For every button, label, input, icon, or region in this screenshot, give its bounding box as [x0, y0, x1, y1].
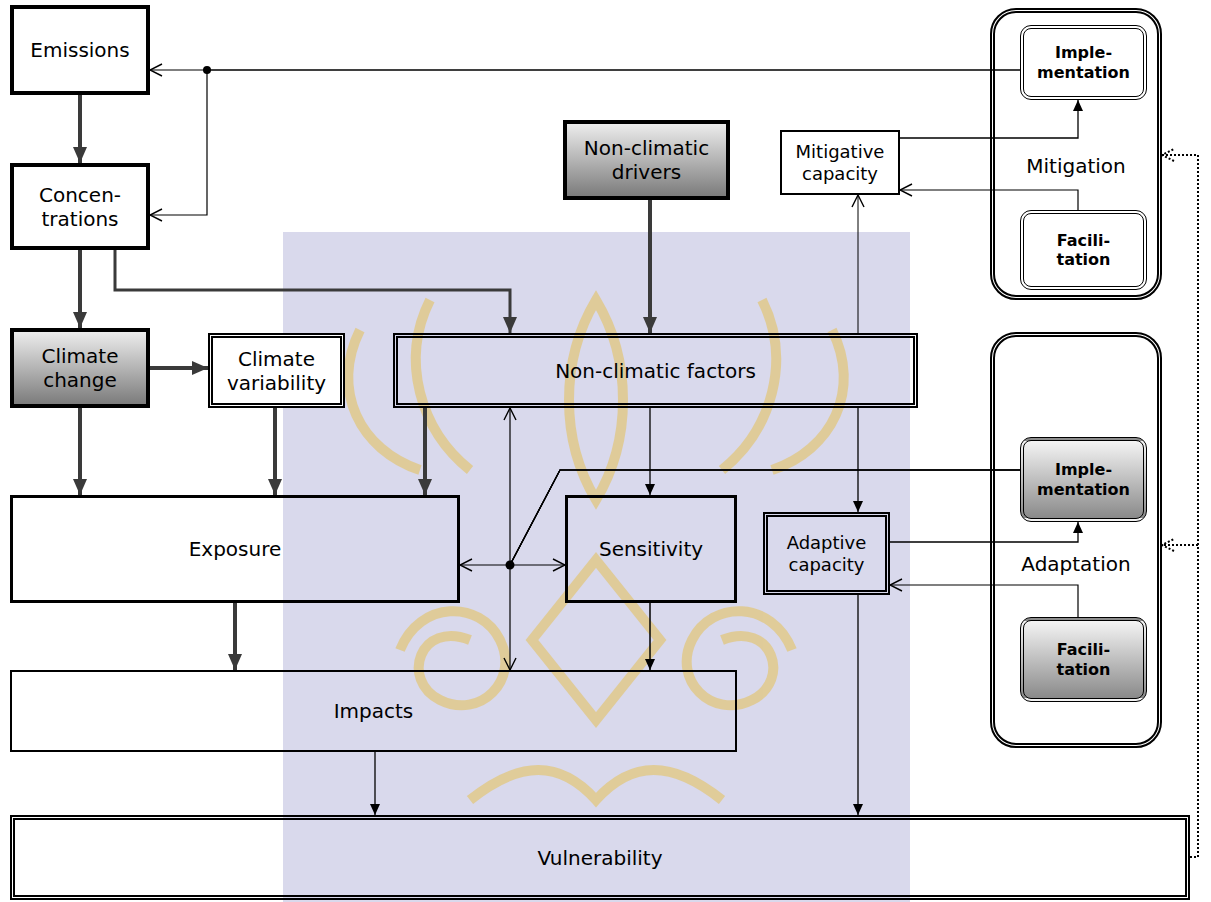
watermark-spiral	[687, 611, 792, 705]
driver-box: Non-climatic drivers	[563, 120, 730, 200]
node-label: Mitigative capacity	[782, 139, 898, 186]
connector	[649, 603, 651, 670]
node-label: Adaptation	[995, 550, 1157, 578]
node-label: Climate variability	[213, 345, 340, 397]
node-label: Non-climatic factors	[551, 357, 760, 385]
connector	[1162, 155, 1198, 857]
connector	[233, 603, 237, 670]
watermark-leaf	[722, 300, 776, 470]
sensitivity-box: Sensitivity	[565, 495, 737, 603]
facilitation-box: Facili- tation	[1020, 210, 1147, 290]
concentrations-box: Concen- trations	[10, 163, 150, 250]
connector	[78, 250, 82, 328]
node-label: Climate change	[14, 342, 146, 394]
node-label: Imple- mentation	[1024, 458, 1143, 500]
climate-variability-box: Climate variability	[208, 333, 345, 408]
emissions-box: Emissions	[10, 5, 150, 95]
node-label: Impacts	[330, 697, 418, 725]
connector	[890, 585, 1078, 617]
node-label: Emissions	[26, 36, 133, 64]
exposure-box: Exposure	[10, 495, 460, 603]
watermark-curl	[470, 770, 722, 800]
mitigation-group: Mitigation Imple- mentationFacili- tation	[990, 8, 1162, 300]
watermark-spiral	[400, 611, 505, 705]
connector	[649, 408, 650, 495]
connector	[423, 408, 427, 495]
connector	[1162, 545, 1198, 857]
node-label: Sensitivity	[595, 535, 707, 563]
climate-change-box: Climate change	[10, 328, 150, 408]
connector	[78, 95, 82, 163]
implementation-box: Imple- mentation	[1020, 25, 1147, 100]
watermark-leaf	[772, 330, 844, 470]
facilitation-box: Facili- tation	[1020, 617, 1147, 702]
connector	[857, 595, 858, 815]
adaptation-group: Adaptation Imple- mentationFacili- tation	[990, 332, 1162, 748]
node-label: Concen- trations	[14, 181, 146, 233]
connector	[510, 470, 1020, 670]
capacity-box: Adaptive capacity	[763, 512, 890, 595]
watermark-leaf	[348, 330, 420, 470]
node-label: Imple- mentation	[1024, 41, 1143, 83]
connector	[374, 752, 375, 815]
factor-box: Non-climatic factors	[393, 333, 918, 408]
node-label: Facili- tation	[1024, 229, 1143, 271]
connector	[273, 408, 277, 495]
connector	[78, 408, 82, 495]
capacity-box: Mitigative capacity	[780, 130, 900, 195]
node-label: Facili- tation	[1024, 638, 1143, 680]
node-label: Non-climatic drivers	[567, 134, 726, 186]
connector	[150, 70, 1020, 215]
connector	[890, 522, 1078, 542]
connector	[900, 100, 1078, 138]
connector	[150, 366, 208, 370]
node-label: Exposure	[185, 535, 286, 563]
connector	[115, 250, 510, 333]
node-label: Mitigation	[995, 152, 1157, 180]
connector	[648, 200, 652, 333]
node-label: Vulnerability	[533, 844, 666, 872]
implementation-box: Imple- mentation	[1020, 437, 1147, 522]
connector	[900, 190, 1078, 210]
connector	[857, 408, 858, 512]
vulnerability-box: Vulnerability	[10, 815, 1190, 900]
connector	[858, 195, 859, 333]
connector	[460, 470, 1020, 565]
node-label: Adaptive capacity	[768, 530, 885, 577]
watermark-diamond	[532, 560, 660, 720]
watermark-ornament	[348, 300, 844, 800]
impacts-box: Impacts	[10, 670, 737, 752]
